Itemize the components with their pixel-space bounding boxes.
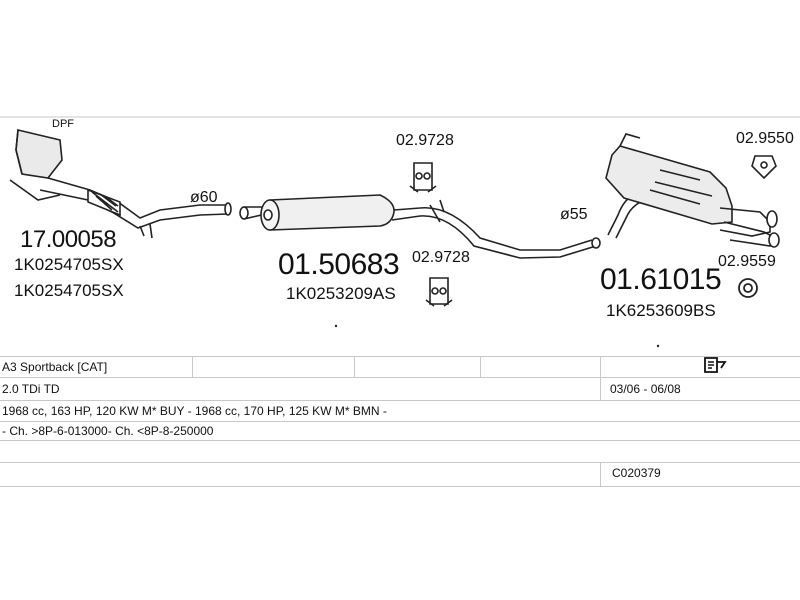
rear-silencer-drawing [605, 133, 780, 248]
production-period: 03/06 - 06/08 [610, 382, 681, 396]
part-number-middle: 01.50683 [278, 248, 400, 281]
chassis-range: - Ch. >8P-6-013000- Ch. <8P-8-250000 [2, 424, 214, 438]
oem-number-rear: 1K6253609BS [606, 301, 716, 320]
part-number-rear: 01.61015 [600, 263, 722, 296]
middle-silencer-drawing [239, 194, 601, 259]
hanger-bottom-label: 02.9728 [412, 249, 470, 266]
diameter-55-label: ø55 [560, 206, 588, 223]
catalog-code: C020379 [612, 466, 661, 480]
exhaust-diagram: DPF ø60 ø55 17.00058 1K0254705SX 1K02547… [0, 116, 800, 348]
ring-bottom-label: 02.9559 [718, 253, 776, 270]
engine-type: 2.0 TDi TD [2, 382, 60, 396]
document-icon[interactable] [703, 356, 729, 376]
hanger-top-label: 02.9728 [396, 132, 454, 149]
part-number-front: 17.00058 [20, 226, 117, 253]
hanger-top-drawing [409, 162, 437, 193]
clamp-top-label: 02.9550 [736, 130, 794, 147]
diameter-60-label: ø60 [190, 189, 218, 206]
oem-number-middle: 1K0253209AS [286, 284, 396, 303]
clamp-top-drawing [751, 155, 777, 180]
dpf-front-pipe-drawing [9, 129, 232, 239]
ring-bottom-drawing [738, 278, 758, 298]
hanger-bottom-drawing [425, 277, 453, 307]
model-name: A3 Sportback [CAT] [2, 360, 108, 374]
engine-specs: 1968 cc, 163 HP, 120 KW M* BUY - 1968 cc… [2, 404, 387, 418]
oem-number-front-1: 1K0254705SX [14, 255, 124, 274]
oem-number-front-2: 1K0254705SX [14, 281, 124, 300]
dpf-label: DPF [52, 118, 74, 130]
exhaust-drawing [0, 116, 800, 348]
